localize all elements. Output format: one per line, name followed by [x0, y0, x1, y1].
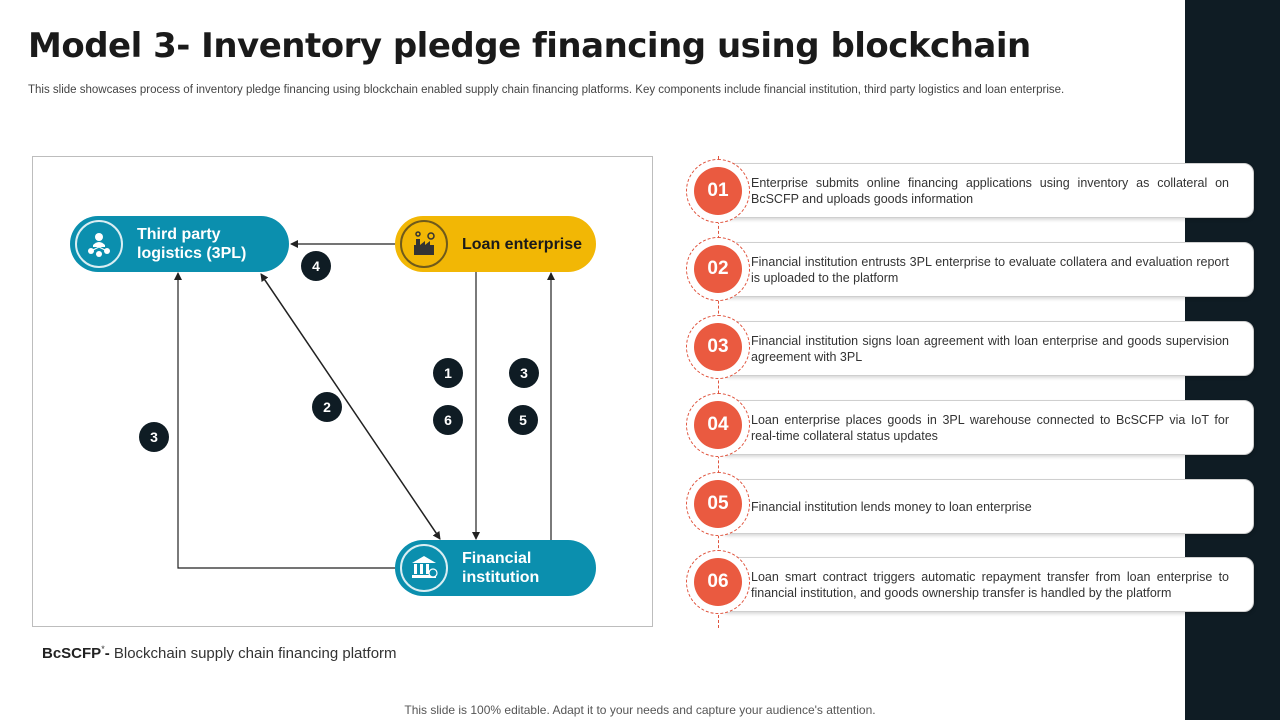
step-number: 05 [694, 480, 742, 528]
step-text: Financial institution signs loan agreeme… [751, 333, 1229, 364]
diagram-badge: 3 [139, 422, 169, 452]
diagram-frame [32, 156, 653, 627]
step-number-ring: 05 [686, 472, 750, 536]
people-network-icon [75, 220, 123, 268]
footnote-definition: Blockchain supply chain financing platfo… [113, 645, 397, 662]
diagram-badge: 3 [509, 358, 539, 388]
page-subtitle: This slide showcases process of inventor… [28, 84, 1065, 96]
step-number-ring: 06 [686, 550, 750, 614]
step-card-04: Loan enterprise places goods in 3PL ware… [718, 400, 1254, 455]
step-number-ring: 04 [686, 393, 750, 457]
node-label-fin: Financial institution [462, 550, 540, 586]
diagram-badge: 6 [433, 405, 463, 435]
bank-icon [400, 544, 448, 592]
node-loan-enterprise: Loan enterprise [395, 216, 596, 272]
step-number: 04 [694, 401, 742, 449]
page-title: Model 3- Inventory pledge financing usin… [28, 26, 1031, 66]
footnote-mark: * [101, 644, 105, 654]
step-text: Financial institution lends money to loa… [751, 499, 1032, 514]
diagram-badge: 5 [508, 405, 538, 435]
step-card-01: Enterprise submits online financing appl… [718, 163, 1254, 218]
node-label-loan: Loan enterprise [462, 235, 583, 253]
step-number: 02 [694, 245, 742, 293]
node-financial-institution: Financial institution [395, 540, 596, 596]
step-card-02: Financial institution entrusts 3PL enter… [718, 242, 1254, 297]
step-number: 01 [694, 167, 742, 215]
step-text: Loan enterprise places goods in 3PL ware… [751, 412, 1229, 443]
step-text: Loan smart contract triggers automatic r… [751, 569, 1229, 600]
arrow-fin-to-3pl-elbow [174, 272, 395, 569]
timeline-line [718, 156, 719, 628]
step-number: 03 [694, 323, 742, 371]
step-number-ring: 03 [686, 315, 750, 379]
step-card-05: Financial institution lends money to loa… [718, 479, 1254, 534]
footnote: BcSCFP*- Blockchain supply chain financi… [42, 644, 397, 662]
diagram-badge: 4 [301, 251, 331, 281]
step-text: Enterprise submits online financing appl… [751, 175, 1229, 206]
step-text: Financial institution entrusts 3PL enter… [751, 254, 1229, 285]
diagram-badge: 1 [433, 358, 463, 388]
step-card-03: Financial institution signs loan agreeme… [718, 321, 1254, 376]
diagram-badge: 2 [312, 392, 342, 422]
factory-icon [400, 220, 448, 268]
arrow-fin-3pl-diagonal-back [261, 275, 441, 540]
node-third-party-logistics: Third party logistics (3PL) [70, 216, 289, 272]
step-number-ring: 01 [686, 159, 750, 223]
step-number-ring: 02 [686, 237, 750, 301]
node-label-3pl: Third party logistics (3PL) [137, 226, 247, 262]
footnote-term: BcSCFP [42, 645, 102, 662]
footnote-dash: - [104, 645, 114, 662]
step-card-06: Loan smart contract triggers automatic r… [718, 557, 1254, 612]
step-number: 06 [694, 558, 742, 606]
footer-note: This slide is 100% editable. Adapt it to… [404, 703, 876, 717]
